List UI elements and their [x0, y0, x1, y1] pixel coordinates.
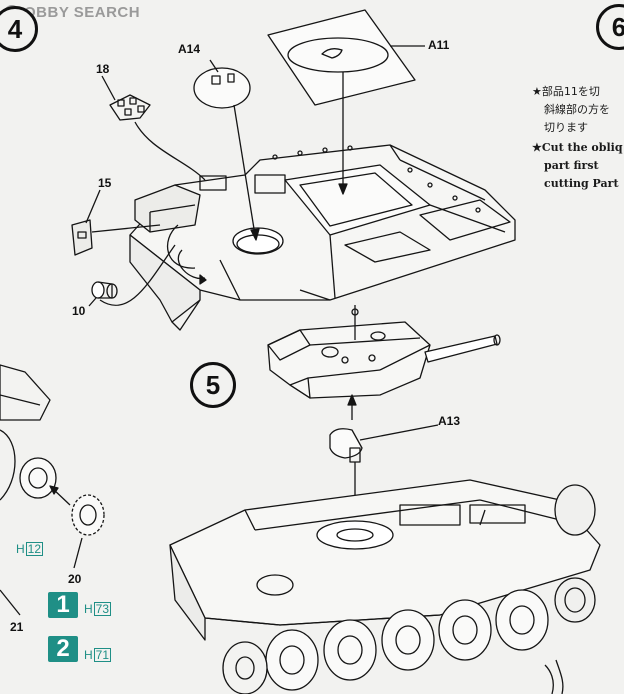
- paint-code-2-number: 71: [93, 648, 112, 662]
- note-jp-line-3: 切ります: [544, 121, 588, 134]
- paint-box-2-index: 2: [56, 635, 70, 662]
- step-4-number: 4: [7, 13, 23, 44]
- paint-code-2-letter: H: [84, 648, 93, 662]
- label-10: 10: [72, 304, 86, 318]
- label-a11: A11: [428, 38, 450, 52]
- paint-box-1: 1: [48, 591, 78, 618]
- label-20: 20: [68, 572, 82, 586]
- note-jp-line-2: 斜線部の方を: [544, 103, 610, 116]
- lower-hull-drawing: [169, 479, 601, 694]
- label-a14: A14: [178, 42, 201, 56]
- part-a11-drawing: [267, 9, 425, 195]
- paint-box-1-index: 1: [56, 591, 70, 618]
- note-en-line-3: cutting Part: [544, 177, 619, 190]
- part-10-drawing: [88, 244, 176, 307]
- note-en-line-2: part first: [544, 159, 599, 172]
- step-5-number: 5: [205, 369, 221, 400]
- note-en-line-1: ★Cut the obliq: [532, 141, 623, 154]
- part-15-drawing: [71, 189, 161, 256]
- label-18: 18: [96, 62, 110, 76]
- step-4-marker: 4: [0, 6, 38, 52]
- paint-code-1-number: 73: [93, 602, 112, 616]
- label-a13: A13: [438, 414, 461, 428]
- turret-drawing: [267, 305, 501, 420]
- part-a14-drawing: [193, 59, 260, 241]
- paint-code-h12-number: 12: [25, 542, 44, 556]
- label-15: 15: [98, 176, 112, 190]
- paint-code-h12-letter: H: [16, 542, 25, 556]
- part-18-drawing: [101, 75, 206, 181]
- left-partial-drawing: [0, 364, 105, 616]
- upper-hull-drawing: [129, 144, 516, 331]
- watermark-text: OBBY SEARCH: [24, 4, 141, 21]
- paint-box-2: 2: [48, 635, 78, 662]
- step-6-number: 6: [611, 11, 624, 42]
- paint-code-1-letter: H: [84, 602, 93, 616]
- label-21: 21: [10, 620, 24, 634]
- note-jp-line-1: ★部品11を切: [532, 85, 600, 98]
- step-5-marker: 5: [190, 362, 236, 408]
